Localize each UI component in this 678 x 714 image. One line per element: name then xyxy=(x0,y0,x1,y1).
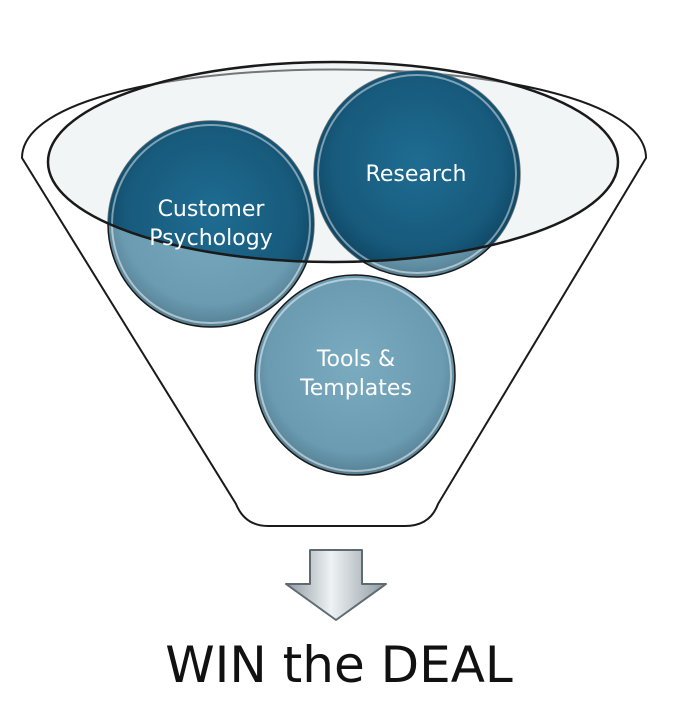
label-customer-psychology: Customer Psychology xyxy=(149,197,273,251)
ball-tools-templates xyxy=(254,274,456,476)
outcome-caption: WIN the DEAL xyxy=(165,636,513,694)
down-arrow-icon xyxy=(285,549,387,621)
label-research: Research xyxy=(365,162,467,187)
label-tools-templates: Tools & Templates xyxy=(300,347,412,401)
